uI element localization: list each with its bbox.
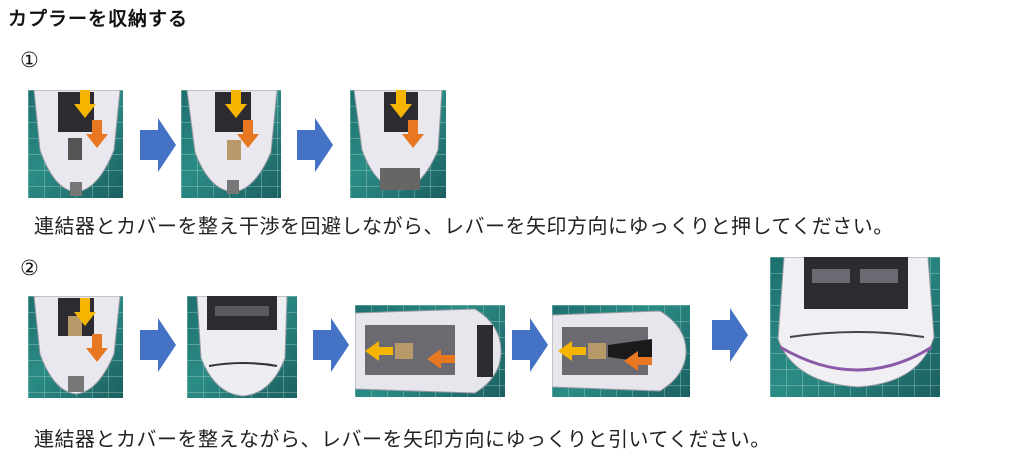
step-1-caption: 連結器とカバーを整え干渉を回避しながら、レバーを矢印方向にゆっくりと押してくださ… <box>34 214 894 238</box>
step-1-photo-1 <box>28 90 123 198</box>
step-1-number: ① <box>20 48 39 72</box>
flow-arrow-4 <box>313 318 349 372</box>
step-2-caption: 連結器とカバーを整えながら、レバーを矢印方向にゆっくりと引いてください。 <box>34 427 771 451</box>
step-2-number: ② <box>20 256 39 280</box>
step-2-photo-1 <box>28 296 123 398</box>
flow-arrow-5 <box>512 318 548 372</box>
flow-arrow-1 <box>140 118 176 172</box>
step-2-photo-4 <box>552 305 690 397</box>
step-2-photo-5 <box>770 257 940 397</box>
step-1-photo-3 <box>350 90 446 198</box>
step-2-photo-3 <box>355 305 505 397</box>
step-1-photo-2 <box>181 90 281 198</box>
step-2-photo-2 <box>187 296 297 398</box>
flow-arrow-3 <box>140 318 176 372</box>
flow-arrow-2 <box>297 118 333 172</box>
page-title: カプラーを収納する <box>8 8 189 30</box>
flow-arrow-6 <box>712 308 748 362</box>
